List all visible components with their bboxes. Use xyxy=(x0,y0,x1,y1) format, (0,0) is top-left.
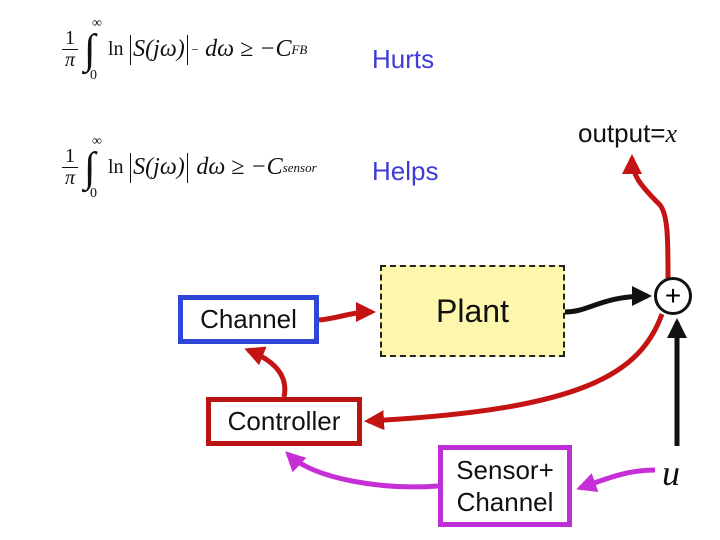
eq2-fraction: 1 π xyxy=(62,146,78,189)
eq2-upper-limit: ∞ xyxy=(92,133,102,149)
eq1-integral: ∫∞0 xyxy=(84,15,102,83)
eq2-frac-den: π xyxy=(64,167,76,189)
controller-block: Controller xyxy=(206,397,362,446)
wire-controller-to-channel xyxy=(244,346,288,398)
eq2-log: ln xyxy=(108,156,124,178)
wire-input-to-sensor xyxy=(576,467,656,493)
input-u-label: u xyxy=(662,453,680,493)
eq2-lower-limit: 0 xyxy=(90,185,97,201)
eq1-frac-num: 1 xyxy=(62,28,78,50)
eq2-differential: dω ≥ −C xyxy=(196,154,283,180)
eq1-lower-limit: 0 xyxy=(90,67,97,83)
eq1-constant-subscript: FB xyxy=(291,41,308,57)
output-variable: x xyxy=(665,119,678,148)
eq1-minus-subscript: − xyxy=(190,41,200,57)
summing-junction: + xyxy=(654,277,692,315)
eq1-fraction: 1 π xyxy=(62,28,78,71)
plus-icon: + xyxy=(664,280,682,311)
wire-channel-to-plant xyxy=(318,302,376,323)
wire-junction-to-output xyxy=(622,154,671,279)
eq2-integral: ∫∞0 xyxy=(84,133,102,201)
wire-feedback-to-controller xyxy=(364,313,665,431)
output-label: output=x xyxy=(578,118,677,149)
eq2-constant-subscript: sensor xyxy=(282,159,317,175)
helps-label: Helps xyxy=(372,156,439,186)
sensor-channel-block: Sensor+ Channel xyxy=(438,445,572,527)
eq1-sensitivity: S(jω) xyxy=(133,36,185,62)
eq2-frac-num: 1 xyxy=(62,146,78,168)
eq1-upper-limit: ∞ xyxy=(92,15,102,31)
hurts-label: Hurts xyxy=(372,44,435,74)
plant-block: Plant xyxy=(380,265,565,357)
sensor-label-line1: Sensor+ xyxy=(456,454,554,485)
wire-sensor-to-controller xyxy=(285,451,439,490)
wire-plant-to-junction xyxy=(564,286,652,315)
eq2-sensitivity: S(jω) xyxy=(133,154,185,180)
eq1-log: ln xyxy=(108,38,124,60)
output-prefix: output= xyxy=(578,118,666,148)
eq1-differential: dω ≥ −C xyxy=(205,36,292,62)
channel-block: Channel xyxy=(178,295,319,344)
eq1-frac-den: π xyxy=(64,49,76,71)
sensor-label-line2: Channel xyxy=(456,487,554,517)
